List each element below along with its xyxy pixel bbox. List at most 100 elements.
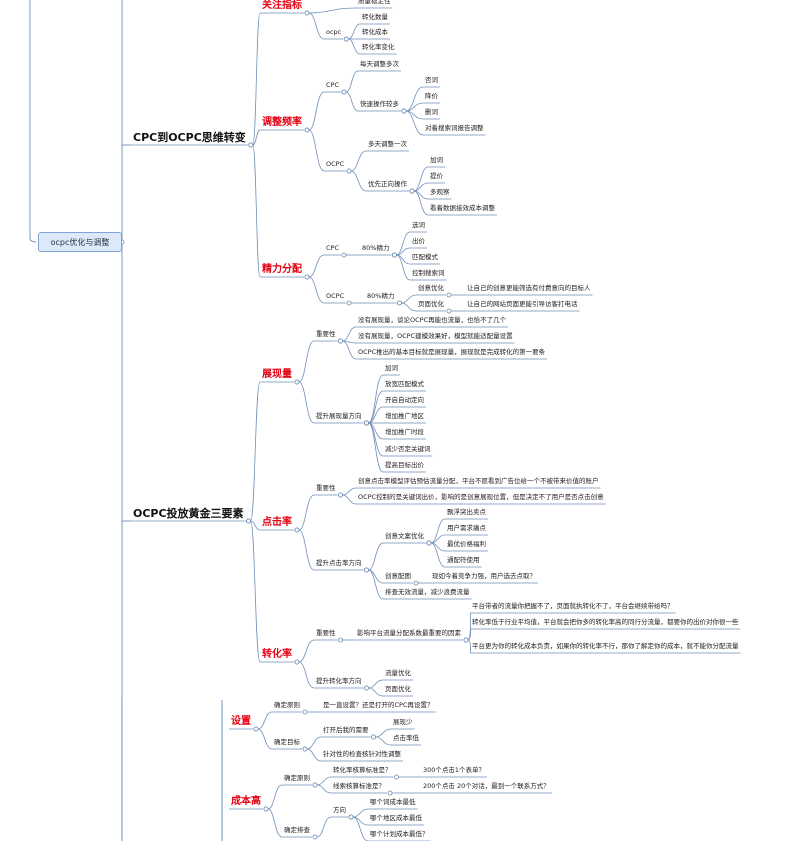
connector: [348, 23, 361, 40]
node-s8[interactable]: 增加推广时段: [385, 428, 424, 436]
node-e5[interactable]: 创意优化: [418, 284, 444, 292]
node-a2-1[interactable]: 否词: [425, 76, 438, 84]
node-a2[interactable]: 快速操作较多: [360, 100, 399, 108]
node-e6t[interactable]: 让自己的网站页面更能引导访客打电话: [467, 300, 578, 308]
node-cv1-1[interactable]: 平台带者的流量你把握不了，页面就执转化不了，平台会继续带给吗？: [472, 602, 674, 610]
node-co-a1[interactable]: 转化率核算标准是？: [333, 766, 392, 774]
node-co-b[interactable]: 确定排查: [284, 826, 310, 834]
node-e5t[interactable]: 让自己的创意更能筛选有付费意向的目标人: [467, 284, 591, 292]
node-f2[interactable]: 转化成本: [362, 28, 388, 36]
node-st-a[interactable]: 确定原则: [274, 701, 300, 709]
node-b1[interactable]: 多天调整一次: [368, 140, 407, 148]
node-c3-3[interactable]: 最优价格福利: [447, 540, 486, 548]
node-s10[interactable]: 提高目标出价: [385, 461, 424, 469]
node-c5[interactable]: 排查无效流量，减少浪费流量: [385, 588, 470, 596]
node-show-imp[interactable]: 重要性: [316, 330, 336, 338]
node-co-b1-2[interactable]: 哪个地区成本最低: [370, 814, 422, 822]
node-c3[interactable]: 创意文案优化: [385, 532, 424, 540]
connector: [368, 679, 384, 689]
node-e4[interactable]: 控制搜索词: [412, 269, 445, 277]
node-en-cpc[interactable]: CPC: [326, 244, 339, 252]
connector: [252, 144, 261, 278]
connector: [405, 102, 424, 112]
connector: [467, 628, 471, 641]
node-f1[interactable]: 转化数量: [362, 13, 388, 21]
node-s3[interactable]: OCPC推出的基本目标就是展现量，展现就是完成转化的第一要条: [358, 348, 546, 356]
node-co-b1[interactable]: 方向: [333, 806, 346, 814]
node-c4[interactable]: 创意配图: [385, 572, 411, 580]
node-c3-4[interactable]: 通配符使用: [447, 556, 480, 564]
node-b2-3[interactable]: 多观察: [430, 188, 450, 196]
node-s1[interactable]: 没有展现量，谈论OCPC再能也流量，也恰不了几个: [358, 316, 507, 324]
node-s7[interactable]: 增加推广地区: [385, 412, 424, 420]
node-a1[interactable]: 每天调整多次: [360, 60, 399, 68]
node-cvr-dir[interactable]: 提升转化率方向: [316, 677, 362, 685]
root-node[interactable]: ocpc优化与调整: [38, 232, 122, 252]
connector: [413, 182, 429, 192]
node-s2[interactable]: 没有展现量，OCPC建模效果好，模型就能适配量设置: [358, 332, 513, 340]
node-e3[interactable]: 匹配模式: [412, 253, 438, 261]
node-co-a[interactable]: 确定原则: [284, 774, 310, 782]
node-adj-cpc[interactable]: CPC: [326, 81, 339, 89]
connector: [298, 639, 315, 663]
node-c2[interactable]: OCPC控制的是关键词出价，影响的是创意展现位置，但是决定不了用户是否点击创意: [358, 493, 604, 501]
node-focus-ocpc[interactable]: ocpc: [326, 28, 342, 36]
node-co-a2t[interactable]: 200个点击 20个对话，最到一个联系方式？: [423, 782, 550, 790]
node-co-a1t[interactable]: 300个点击1个表单？: [423, 766, 486, 774]
node-adjust[interactable]: 调整频率: [262, 117, 302, 128]
node-energy[interactable]: 精力分配: [262, 264, 302, 275]
node-e2[interactable]: 出价: [412, 237, 425, 245]
node-ctr-dir[interactable]: 提升点击率方向: [316, 559, 362, 567]
node-a2-4[interactable]: 对着搜索词报告调整: [425, 124, 484, 132]
node-st-b2[interactable]: 针对性的检查核针对性调整: [323, 750, 401, 758]
node-e1[interactable]: 选词: [412, 221, 425, 229]
node-cv2[interactable]: 流量优化: [385, 669, 411, 677]
node-a2-3[interactable]: 删词: [425, 108, 438, 116]
node-adj-ocpc[interactable]: OCPC: [326, 160, 345, 168]
node-c1[interactable]: 创意点击率模型评估预估流量分配，平台不愿看到广告位给一个不被带来价值的账户: [358, 477, 599, 485]
node-show-dir[interactable]: 提升展现量方向: [316, 412, 362, 420]
node-s5[interactable]: 放宽匹配模式: [385, 380, 424, 388]
node-en-ocpc[interactable]: OCPC: [326, 292, 345, 300]
connector: [342, 487, 357, 496]
node-b2[interactable]: 优先正向操作: [368, 180, 407, 188]
node-b2-4[interactable]: 看着数据接效成本调整: [430, 204, 495, 212]
node-co-b1-3[interactable]: 哪个计划成本最低？: [370, 830, 429, 838]
node-c3-2[interactable]: 用户需求痛点: [447, 524, 486, 532]
node-b2-2[interactable]: 提价: [430, 172, 443, 180]
node-st-a1[interactable]: 是一直设置？还是打开的CPC再设置？: [323, 701, 434, 709]
node-st-b1-1[interactable]: 展现少: [393, 718, 413, 726]
node-en-ocpc-80[interactable]: 80%精力: [367, 292, 395, 300]
node-e6[interactable]: 页面优化: [418, 300, 444, 308]
node-ctr[interactable]: 点击率: [262, 517, 292, 528]
node-s9[interactable]: 减少否定关键词: [385, 445, 431, 453]
node-co-b1-1[interactable]: 哪个词成本最低: [370, 798, 416, 806]
node-f3[interactable]: 转化率变化: [362, 43, 395, 51]
node-focus[interactable]: 关注指标: [262, 0, 302, 11]
node-cv3[interactable]: 页面优化: [385, 685, 411, 693]
node-a2-2[interactable]: 降价: [425, 92, 438, 100]
node-c3-1[interactable]: 飘浮突出卖点: [447, 508, 486, 516]
node-cost[interactable]: 成本高: [231, 796, 261, 807]
node-st-b1[interactable]: 打开后我的需要: [323, 726, 369, 734]
node-cv1-2[interactable]: 转化率低于行业平均值，平台就会把你多的转化率高的同行分流量，都要你的出价对你很一…: [472, 618, 739, 626]
node-s4[interactable]: 加词: [385, 364, 398, 372]
node-cut1[interactable]: 质量稳定性: [358, 0, 391, 5]
node-b2-1[interactable]: 加词: [430, 156, 443, 164]
node-setup[interactable]: 设置: [231, 716, 251, 727]
node-cv1-3[interactable]: 平台更为你的转化成本负责，如果你的转化率不行，那你了解定你的成本，就不能你分配流…: [472, 642, 739, 650]
node-topic1[interactable]: CPC到OCPC思维转变: [133, 131, 246, 144]
node-cvr[interactable]: 转化率: [262, 649, 292, 660]
node-show[interactable]: 展现量: [262, 369, 292, 380]
node-cvr-imp[interactable]: 重要性: [316, 629, 336, 637]
node-ctr-imp[interactable]: 重要性: [316, 484, 336, 492]
node-en-cpc-80[interactable]: 80%精力: [362, 244, 390, 252]
node-st-b[interactable]: 确定目标: [274, 738, 300, 746]
node-topic2[interactable]: OCPC投放黄金三要素: [133, 507, 244, 520]
node-cv1[interactable]: 影响平台流量分配系数最重要的因素: [357, 629, 461, 637]
node-s6[interactable]: 开启自动定向: [385, 396, 424, 404]
node-c4t[interactable]: 现如今着竞争力强，用户选去点取？: [432, 572, 536, 580]
node-st-b1-2[interactable]: 点击率低: [393, 734, 419, 742]
node-co-a2[interactable]: 线索核算标准是？: [333, 782, 385, 790]
